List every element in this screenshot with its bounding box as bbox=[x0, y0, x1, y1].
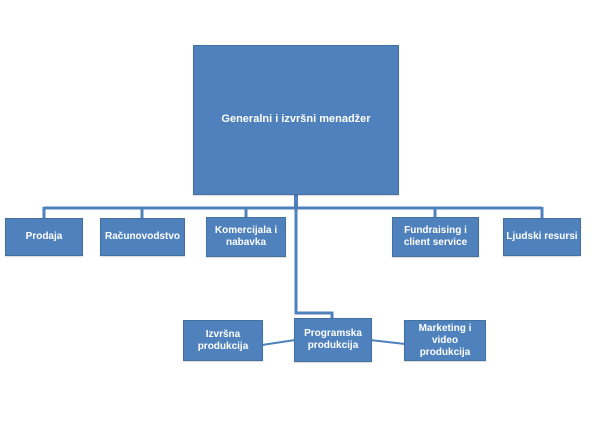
org-node-marketing-video-produkcija[interactable]: Marketing i video produkcija bbox=[404, 320, 486, 361]
link-programska-marketing bbox=[369, 339, 406, 345]
org-node-label: Marketing i video produkcija bbox=[418, 322, 472, 358]
org-node-label: Komercijala i nabavka bbox=[214, 225, 278, 248]
org-node-label: Fundraising i client service bbox=[403, 225, 468, 248]
org-node-label: Programska produkcija bbox=[304, 328, 362, 351]
org-node-label: Ljudski resursi bbox=[506, 231, 578, 242]
org-node-komercijala-i-nabavka[interactable]: Komercijala i nabavka bbox=[206, 217, 286, 257]
link-izvrsna-programska bbox=[261, 339, 296, 346]
org-node-fundraising-client-service[interactable]: Fundraising i client service bbox=[392, 217, 479, 257]
drop-programska bbox=[294, 209, 334, 318]
org-node-prodaja[interactable]: Prodaja bbox=[5, 218, 83, 256]
org-node-label: Prodaja bbox=[25, 231, 63, 242]
org-node-label: Izvršna produkcija bbox=[197, 328, 249, 352]
org-node-ljudski-resursi[interactable]: Ljudski resursi bbox=[503, 218, 581, 256]
org-node-root[interactable]: Generalni i izvršni menadžer bbox=[193, 45, 399, 195]
org-node-racunovodstvo[interactable]: Računovodstvo bbox=[100, 218, 185, 256]
org-node-root-label: Generalni i izvršni menadžer bbox=[221, 113, 371, 126]
org-node-izvrsna-produkcija[interactable]: Izvršna produkcija bbox=[183, 320, 263, 361]
org-node-label: Računovodstvo bbox=[104, 231, 180, 242]
org-node-programska-produkcija[interactable]: Programska produkcija bbox=[294, 318, 372, 362]
